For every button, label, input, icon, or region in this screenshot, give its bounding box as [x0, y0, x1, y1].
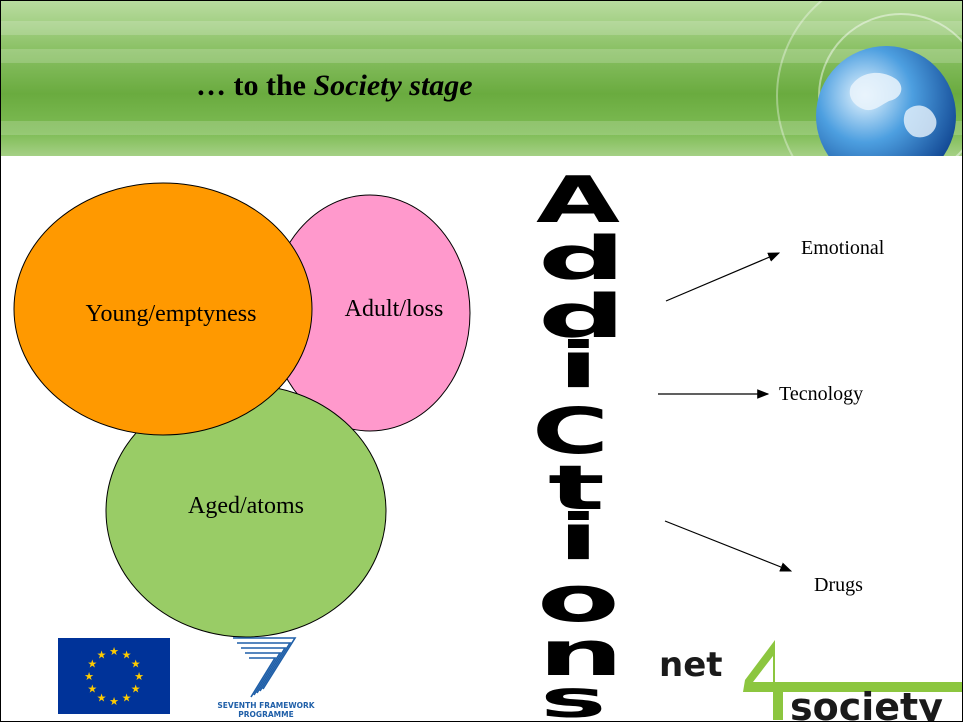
title-emphasis: Society stage	[313, 69, 473, 102]
letter-i: i	[558, 329, 599, 402]
branch-label-emotional: Emotional	[801, 237, 885, 259]
letter-d: d	[538, 282, 626, 351]
letter-t: t	[548, 452, 605, 524]
letter-C: C	[532, 396, 609, 469]
fp7-line1: SEVENTH FRAMEWORK	[217, 701, 315, 710]
slide-title: … to the Society stage	[196, 69, 473, 103]
eu-star-icon: ★	[122, 692, 132, 705]
vertical-word: A d d i C t i o n s	[532, 163, 626, 721]
letter-i: i	[558, 501, 599, 574]
circle-label-aged: Aged/atoms	[188, 493, 304, 519]
circle-young	[13, 182, 313, 436]
eu-star-icon: ★	[87, 683, 97, 696]
fp7-logo: SEVENTH FRAMEWORK PROGRAMME	[217, 637, 316, 719]
branch-label-tecnology: Tecnology	[779, 383, 863, 405]
net4-prefix: net	[659, 645, 723, 685]
header-banner: … to the Society stage	[1, 1, 962, 156]
eu-star-icon: ★	[97, 692, 107, 705]
globe-icon	[776, 1, 962, 156]
eu-star-icon: ★	[134, 670, 144, 683]
eu-star-icon: ★	[109, 645, 119, 658]
eu-star-icon: ★	[97, 648, 107, 661]
letter-s: s	[540, 671, 607, 721]
letter-n: n	[538, 618, 624, 690]
eu-star-icon: ★	[122, 648, 132, 661]
net4society-logo: net society	[659, 640, 962, 721]
letter-o: o	[537, 563, 620, 636]
eu-flag-icon: ★★★★★★★★★★★★	[58, 638, 170, 714]
circle-label-young: Young/emptyness	[86, 301, 257, 327]
eu-star-icon: ★	[109, 695, 119, 708]
title-prefix: … to the	[196, 69, 314, 102]
fp7-line2: PROGRAMME	[238, 710, 293, 719]
net4-suffix: society	[790, 685, 943, 721]
circle-label-adult: Adult/loss	[345, 296, 444, 322]
eu-star-icon: ★	[131, 658, 141, 671]
letter-A: A	[536, 163, 620, 238]
letter-d: d	[538, 224, 626, 293]
arrow-emotional	[665, 252, 781, 302]
arrow-drugs	[664, 520, 793, 572]
eu-star-icon: ★	[87, 658, 97, 671]
eu-star-icon: ★	[131, 683, 141, 696]
eu-star-icon: ★	[84, 670, 94, 683]
branch-label-drugs: Drugs	[814, 574, 863, 596]
